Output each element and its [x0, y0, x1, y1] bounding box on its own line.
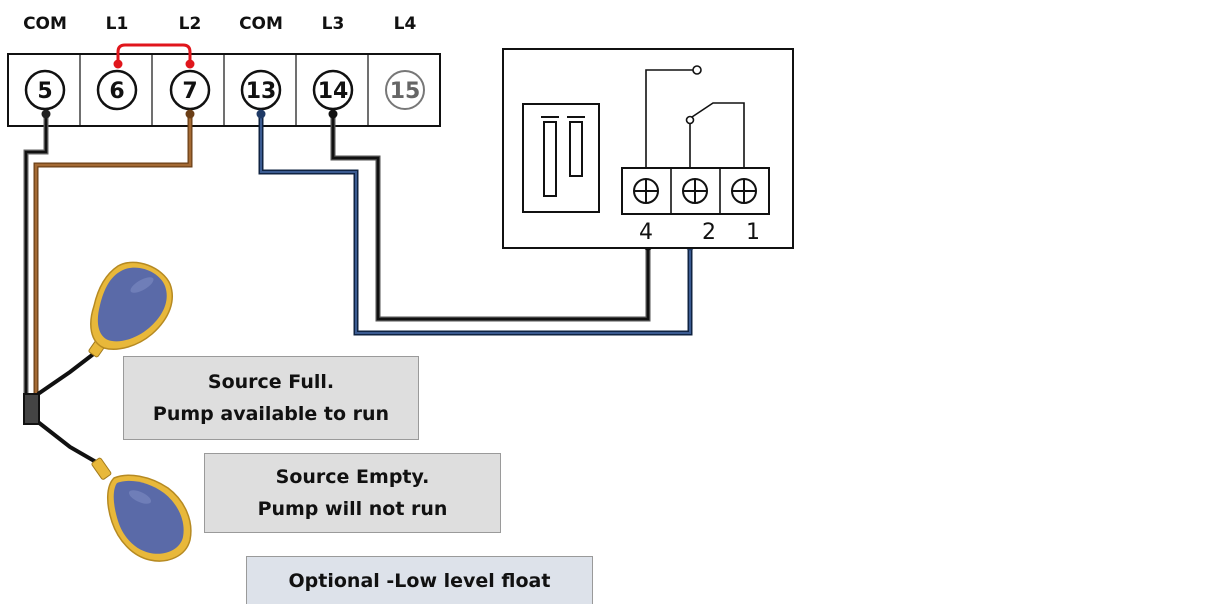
- relay-terminal-1-label: 1: [746, 220, 760, 245]
- float-switch-icon: [91, 457, 192, 562]
- terminal-15: 15: [385, 70, 425, 110]
- header-com-2: COM: [239, 14, 283, 34]
- note-source-empty-line1: Source Empty.: [275, 466, 430, 488]
- terminal-6: 6: [96, 69, 138, 111]
- terminal-5: 5: [24, 69, 66, 111]
- terminal-7: 7: [169, 69, 211, 111]
- header-l3: L3: [322, 14, 345, 34]
- terminal-6-label: 6: [109, 79, 124, 104]
- note-source-empty-line2: Pump will not run: [257, 498, 448, 520]
- jumper-l1-l2: [113, 43, 195, 69]
- note-source-full-line1: Source Full.: [207, 371, 335, 393]
- header-com-1: COM: [23, 14, 67, 34]
- header-l1: L1: [106, 14, 129, 34]
- wire-l2-brown: [33, 109, 195, 398]
- terminal-13: 13: [240, 69, 282, 111]
- note-optional-low-level: Optional -Low level float: [246, 556, 593, 604]
- float-cables: [36, 347, 104, 468]
- terminal-14-label: 14: [318, 79, 349, 104]
- relay-terminal-4-label: 4: [639, 220, 653, 245]
- header-l4: L4: [394, 14, 417, 34]
- note-source-empty: Source Empty. Pump will not run: [204, 453, 501, 533]
- relay-contact-icon: [645, 65, 745, 168]
- screw-terminal-icon: [633, 178, 659, 204]
- note-source-full-line2: Pump available to run: [152, 403, 390, 425]
- terminal-13-label: 13: [246, 79, 277, 104]
- wire-com-black: [23, 109, 51, 398]
- terminal-14: 14: [312, 69, 354, 111]
- terminal-15-label: 15: [390, 79, 421, 104]
- float-switch-icon: [88, 261, 173, 358]
- note-source-full: Source Full. Pump available to run: [123, 356, 419, 440]
- relay-terminal-2-label: 2: [702, 220, 716, 245]
- header-l2: L2: [179, 14, 202, 34]
- relay-terminal-strip: [621, 167, 770, 215]
- terminal-7-label: 7: [182, 79, 197, 104]
- terminal-5-label: 5: [37, 79, 52, 104]
- relay-module: 4 2 1: [502, 48, 794, 249]
- terminal-block: 5 6 7 13 14 15: [7, 53, 441, 127]
- terminal-headers: COM L1 L2 COM L3 L4: [23, 14, 416, 34]
- screw-terminal-icon: [731, 178, 757, 204]
- screw-terminal-icon: [682, 178, 708, 204]
- note-optional-text: Optional -Low level float: [288, 569, 551, 592]
- cable-junction: [23, 393, 40, 425]
- relay-coil-icon: [522, 103, 600, 213]
